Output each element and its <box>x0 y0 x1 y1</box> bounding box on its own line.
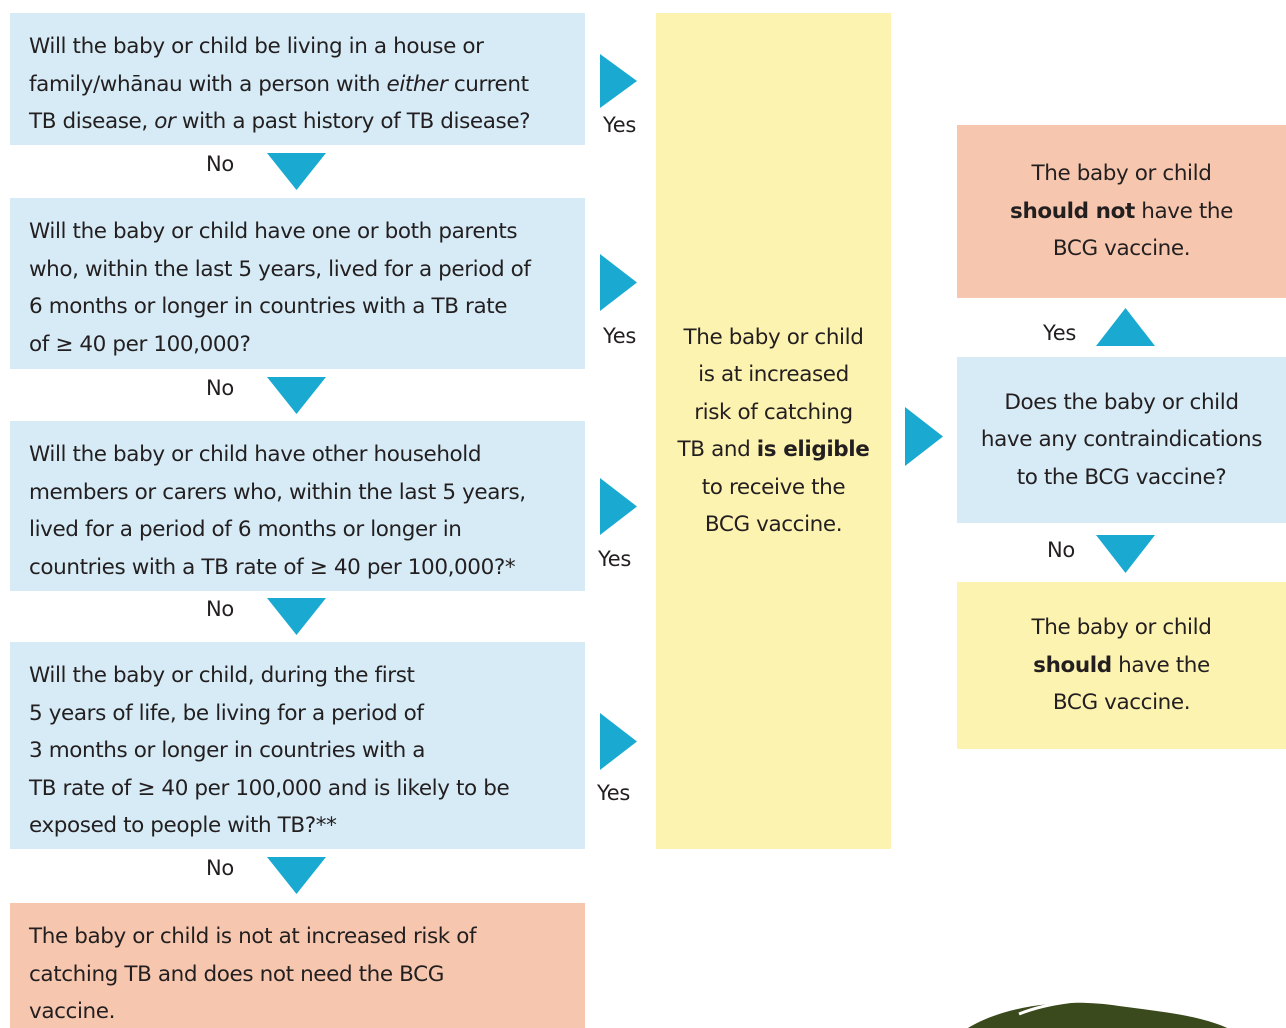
yes-label-q1: Yes <box>603 113 636 137</box>
no-label-q4: No <box>206 856 234 880</box>
arrow-right-icon <box>905 407 943 466</box>
outcome-not-at-risk: The baby or child is not at increased ri… <box>10 903 585 1028</box>
arrow-down-icon <box>267 377 326 414</box>
not-at-risk-line2: catching TB and does not need the BCG <box>29 961 444 987</box>
eligible-line4: TB and is eligible <box>677 437 870 462</box>
q3-line4: countries with a TB rate of ≥ 40 per 100… <box>29 554 516 580</box>
yes-label-contra: Yes <box>1043 321 1076 345</box>
q1-line3: TB disease, or with a past history of TB… <box>29 109 531 134</box>
outcome-eligible: The baby or child is at increased risk o… <box>656 13 891 849</box>
no-label-contra: No <box>1047 538 1075 562</box>
q2-line4: of ≥ 40 per 100,000? <box>29 331 251 357</box>
arrow-down-icon <box>267 598 326 635</box>
no-label-q1: No <box>206 152 234 176</box>
question-parents-lived-abroad: Will the baby or child have one or both … <box>10 198 585 369</box>
q4-line5: exposed to people with TB?** <box>29 813 337 838</box>
eligible-line2: is at increased <box>698 362 849 387</box>
contra-line2: have any contraindications <box>980 427 1263 453</box>
arrow-right-icon <box>600 254 637 311</box>
q3-line2: members or carers who, within the last 5… <box>29 479 526 505</box>
no-label-q3: No <box>206 597 234 621</box>
eligible-line5: to receive the <box>701 474 846 500</box>
q4-line1: Will the baby or child, during the first <box>29 663 415 688</box>
arrow-up-icon <box>1096 308 1155 346</box>
question-contraindications: Does the baby or child have any contrain… <box>957 357 1286 523</box>
question-child-living-abroad: Will the baby or child, during the first… <box>10 642 585 849</box>
q4-line3: 3 months or longer in countries with a <box>29 738 426 763</box>
question-household-members-lived-abroad: Will the baby or child have other househ… <box>10 421 585 591</box>
should-not-line1: The baby or child <box>1031 161 1212 187</box>
contra-line1: Does the baby or child <box>1004 389 1239 415</box>
q4-line4: TB rate of ≥ 40 per 100,000 and is likel… <box>29 775 510 801</box>
question-household-tb: Will the baby or child be living in a ho… <box>10 13 585 145</box>
outcome-should-have-bcg: The baby or child should have the BCG va… <box>957 582 1286 749</box>
yes-label-q4: Yes <box>597 781 630 805</box>
arrow-down-icon <box>1096 535 1155 573</box>
should-not-line2: should not have the <box>1010 198 1233 224</box>
should-line2: should have the <box>1033 652 1210 678</box>
q1-line2: family/whānau with a person with either … <box>29 71 529 97</box>
q2-line2: who, within the last 5 years, lived for … <box>29 256 531 282</box>
eligible-line1: The baby or child <box>683 324 864 350</box>
eligible-line3: risk of catching <box>694 399 853 425</box>
leaf-decoration-icon <box>967 998 1228 1028</box>
q4-line2: 5 years of life, be living for a period … <box>29 700 424 726</box>
arrow-down-icon <box>267 857 326 894</box>
yes-label-q3: Yes <box>598 547 631 571</box>
should-line3: BCG vaccine. <box>1052 690 1191 716</box>
yes-label-q2: Yes <box>603 324 636 348</box>
eligible-line6: BCG vaccine. <box>704 512 843 537</box>
outcome-should-not-have-bcg: The baby or child should not have the BC… <box>957 125 1286 298</box>
q3-line3: lived for a period of 6 months or longer… <box>29 517 462 542</box>
q1-line1: Will the baby or child be living in a ho… <box>29 34 484 59</box>
contra-line3: to the BCG vaccine? <box>1016 464 1227 490</box>
q3-line1: Will the baby or child have other househ… <box>29 442 482 467</box>
arrow-right-icon <box>600 54 637 108</box>
q2-line1: Will the baby or child have one or both … <box>29 219 518 244</box>
not-at-risk-line1: The baby or child is not at increased ri… <box>29 924 477 949</box>
arrow-down-icon <box>267 153 326 190</box>
should-line1: The baby or child <box>1031 615 1212 641</box>
q2-line3: 6 months or longer in countries with a T… <box>29 294 508 319</box>
arrow-right-icon <box>600 478 637 535</box>
not-at-risk-line3: vaccine. <box>29 999 116 1024</box>
should-not-line3: BCG vaccine. <box>1052 236 1191 262</box>
arrow-right-icon <box>600 713 637 770</box>
no-label-q2: No <box>206 376 234 400</box>
